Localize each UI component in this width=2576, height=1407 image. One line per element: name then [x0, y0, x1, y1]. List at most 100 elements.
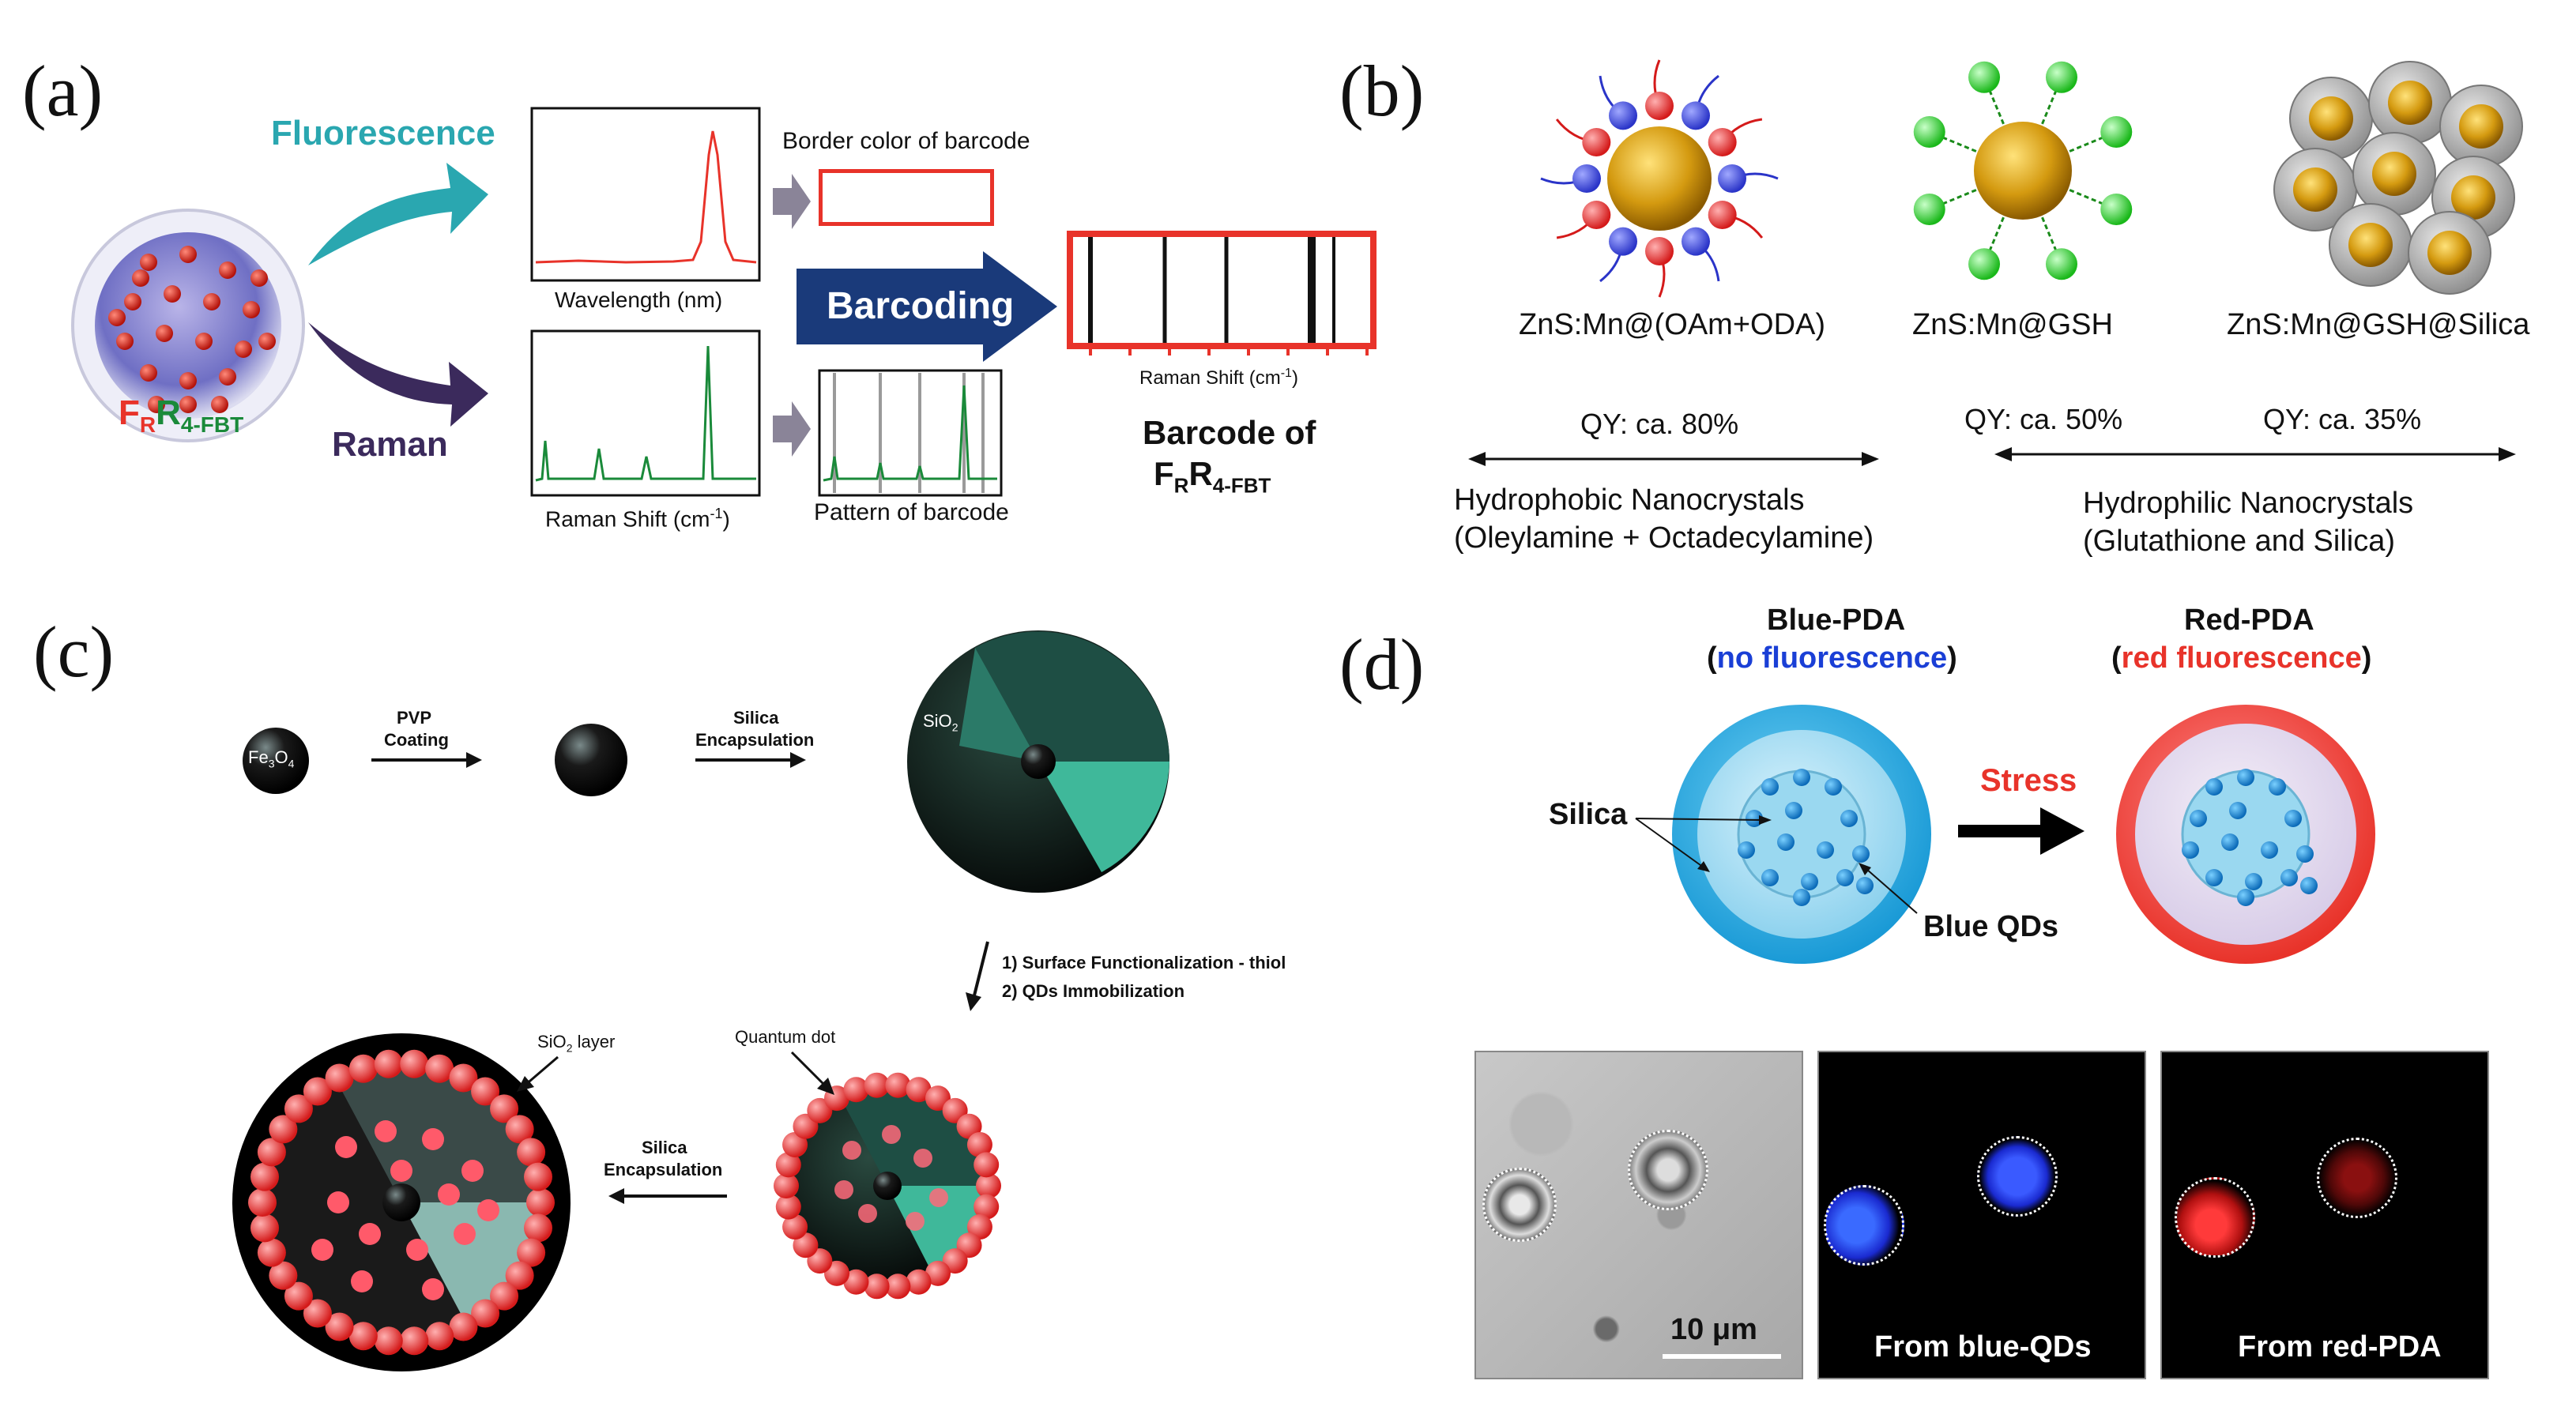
hydrophobic-sub-label: (Oleylamine + Octadecylamine): [1454, 521, 1874, 555]
ligand-head: [1718, 164, 1746, 193]
blue-pda-title: Blue-PDA: [1767, 604, 1906, 637]
red-bead: [132, 269, 149, 287]
qd-particle-icon: [774, 1072, 1001, 1300]
np3-label: ZnS:Mn@GSH@Silica: [2227, 308, 2530, 341]
blue-qd: [1738, 841, 1755, 859]
gsh-head: [2045, 61, 2077, 93]
tube-core: [2388, 81, 2432, 125]
blue-qd: [1801, 873, 1818, 890]
blue-qd: [1793, 889, 1810, 906]
sio2-sub: 2: [951, 720, 958, 734]
quantum-dot: [925, 1260, 951, 1286]
quantum-dot: [269, 1261, 298, 1290]
blue-qd: [2245, 873, 2262, 890]
no-fluor-text: no fluorescence: [1716, 641, 1948, 675]
functionalization-arrow-icon: [966, 941, 989, 1011]
hydrophilic-sub-label: (Glutathione and Silica): [2083, 525, 2395, 558]
tube-core: [2427, 231, 2472, 275]
red-bead: [179, 246, 197, 263]
raman-axis-text: Raman Shift (cm: [545, 506, 710, 532]
barcoding-label: Barcoding: [827, 285, 1015, 327]
blue-spot-1: [1824, 1185, 1904, 1266]
blue-spot-2: [1977, 1136, 2058, 1217]
quantum-dot: [303, 1299, 332, 1328]
quantum-dot: [303, 1077, 332, 1106]
quantum-dot: [425, 1054, 454, 1083]
blue-qd: [2300, 877, 2318, 894]
particle-label: FRR4-FBT: [119, 393, 243, 438]
quantum-dot: [505, 1261, 534, 1290]
particle-label-sub: 4-FBT: [180, 412, 244, 437]
quantum-dot: [956, 1113, 982, 1139]
cell-2: [1628, 1130, 1708, 1210]
blue-qd: [1817, 841, 1834, 859]
red-bead: [235, 340, 252, 358]
red-bead: [243, 301, 260, 318]
encapsulation2-label: Encapsulation: [604, 1160, 723, 1179]
quantum-dot: [471, 1077, 500, 1106]
ligand-head: [1682, 227, 1710, 256]
fluorescence-arrow-icon: [308, 163, 488, 265]
quantum-dot: [505, 1115, 534, 1144]
inner-quantum-dot: [327, 1191, 349, 1213]
quantum-dot: [425, 1322, 454, 1351]
red-bead: [258, 333, 276, 350]
inner-quantum-dot: [359, 1223, 381, 1245]
red-bead: [179, 372, 197, 389]
red-pda-title: Red-PDA: [2184, 604, 2314, 637]
blue-qd: [1840, 810, 1858, 827]
particle-label-f: F: [119, 393, 140, 432]
gsh-head: [1913, 193, 1945, 225]
blue-qd: [1761, 778, 1779, 796]
inner-quantum-dot: [422, 1278, 444, 1300]
quantum-dot: [400, 1049, 429, 1078]
fe-sub1: 3: [268, 757, 275, 770]
sio2-layer-end: layer: [572, 1032, 616, 1051]
particle-label-r-sub: R: [139, 412, 156, 437]
blue-qd: [1836, 869, 1854, 886]
gsh-head: [2100, 193, 2133, 225]
ligand-head: [1682, 101, 1710, 130]
gray-arrow-top-icon: [773, 174, 811, 229]
quantum-dot: [906, 1269, 932, 1295]
blue-qd: [2229, 802, 2246, 819]
blue-qd: [2221, 833, 2239, 851]
scale-label: 10 μm: [1670, 1313, 1757, 1346]
red-pda-particle-icon: [2116, 705, 2375, 964]
inner-quantum-dot: [913, 1149, 932, 1168]
fluorescence-label: Fluorescence: [271, 114, 495, 152]
quantum-dot: [864, 1273, 890, 1300]
blue-qd: [2237, 769, 2254, 786]
inner-quantum-dot: [906, 1212, 925, 1231]
barcode-f: F: [1154, 455, 1174, 492]
raman-arrow-icon: [308, 322, 488, 427]
quantum-dot: [517, 1238, 546, 1267]
hydrophobic-range-arrow: [1468, 452, 1879, 466]
sio2-layer-sub: 2: [566, 1041, 573, 1055]
red-bead: [156, 325, 173, 342]
silica-enc2-label: Silica: [642, 1138, 687, 1157]
ligand-head: [1609, 227, 1637, 256]
blue-qd: [1856, 877, 1874, 894]
red-fluor-text: red fluorescence: [2121, 641, 2362, 675]
red-spot-2: [2317, 1138, 2397, 1218]
sio2-text: SiO: [923, 711, 952, 731]
hydrophilic-range-arrow: [1994, 447, 2516, 461]
quantum-dot: [471, 1299, 500, 1328]
pvp-arrow-icon: [371, 752, 482, 768]
red-pda-micrograph: From red-PDA: [2160, 1051, 2489, 1379]
barcode-r: R: [1188, 455, 1213, 492]
blue-qd: [2280, 869, 2298, 886]
from-red-label: From red-PDA: [2238, 1330, 2442, 1364]
fe3o4-core-icon: [243, 728, 309, 794]
quantum-dot: [250, 1213, 279, 1243]
blue-qd: [2261, 841, 2278, 859]
blue-qd: [1761, 869, 1779, 886]
red-bead: [211, 396, 228, 413]
barcoding-arrow-icon: [797, 251, 1057, 362]
qy3-label: QY: ca. 35%: [2263, 403, 2422, 435]
blue-qd: [2190, 810, 2207, 827]
raman-label: Raman: [332, 425, 448, 464]
quantum-dot: [257, 1238, 286, 1267]
inner-quantum-dot: [390, 1160, 412, 1182]
